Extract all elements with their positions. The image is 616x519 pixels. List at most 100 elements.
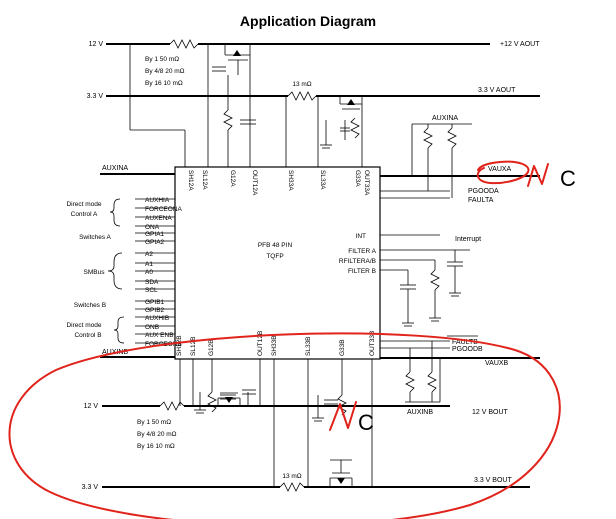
bottom-res-note-2: By 4/8 20 mΩ	[137, 431, 177, 438]
top-res-note-2: By 4/8 20 mΩ	[145, 68, 185, 75]
diagram-title: Application Diagram	[240, 13, 376, 29]
pin-auxena: AUXENA	[145, 215, 172, 222]
pin-g33a: G33A	[354, 170, 361, 187]
bottom-33v-out-label: 3.3 V BOUT	[474, 477, 512, 484]
pfb-chip	[174, 166, 381, 360]
pin-ona: ONA	[145, 224, 160, 231]
vauxa-label: VAUXA	[488, 166, 512, 173]
top-12v-sense-resistor	[169, 39, 199, 49]
bottom-33v-sense-resistor	[279, 482, 305, 492]
group-switches-b: Switches B	[74, 302, 106, 309]
brace-smbus	[107, 252, 123, 290]
pgooda-label: PGOODA	[468, 188, 499, 195]
pin-a0: A0	[145, 269, 153, 276]
red-annotations: C C	[8, 160, 576, 519]
bottom-res-note-1: By 1 50 mΩ	[137, 419, 171, 426]
chip-package: TQFP	[266, 253, 283, 260]
left-group-labels: Direct mode Control A Switches A SMBus S…	[66, 198, 125, 344]
bottom-res-note-3: By 16 10 mΩ	[137, 443, 175, 450]
pin-auxhib: AUXHIB	[145, 315, 169, 322]
pin-gpib1: GPIB1	[145, 299, 165, 306]
faulta-label: FAULTA	[468, 197, 494, 204]
pin-sl12a: SL12A	[201, 170, 208, 190]
chip-name: PFB 48 PIN	[258, 242, 293, 249]
right-nets: VAUXA PGOODA FAULTA Interrupt FAULTB	[380, 166, 540, 416]
pin-out33a: OUT33A	[363, 170, 370, 196]
pin-sl33b: SL33B	[305, 336, 312, 356]
pin-auxenb: AUX ENB	[145, 332, 174, 339]
top-33v-mosfet	[339, 96, 363, 110]
top-33v-res-label: 13 mΩ	[292, 81, 311, 88]
auxina-network: AUXINA	[411, 115, 472, 198]
top-res-note-1: By 1 50 mΩ	[145, 56, 179, 63]
pin-g33b: G33B	[339, 339, 346, 356]
group-direct-b-1: Direct mode	[66, 322, 101, 329]
left-pin-stubs	[135, 198, 175, 344]
pin-auxhia: AUXHIA	[145, 197, 170, 204]
top-12v-mosfet	[224, 44, 251, 75]
pin-gpia1: GPIA1	[145, 231, 165, 238]
pgoodb-label: PGOODB	[452, 346, 483, 353]
annotation-nc-top-n	[527, 163, 549, 187]
bottom-12v-out-label: 12 V BOUT	[472, 409, 509, 416]
pin-a1: A1	[145, 261, 153, 268]
pin-filter-a: FILTER A	[348, 248, 376, 255]
pin-gpia2: GPIA2	[145, 239, 165, 246]
annotation-circle-bottom	[8, 332, 561, 519]
group-switches-a: Switches A	[79, 234, 111, 241]
pin-gpib2: GPIB2	[145, 307, 165, 314]
pin-g12b: G12B	[208, 339, 215, 356]
faultb-label: FAULTB	[452, 339, 478, 346]
top-33v-sense-resistor	[287, 91, 317, 101]
bottom-12v-rail: 12 V 12 V BOUT By 1 50 mΩ By 4/8 20 mΩ B…	[84, 392, 509, 450]
chip-bottom-pins: SH12B SL12B G12B OUT12B SH33B SL33B G33B…	[176, 331, 376, 356]
interrupt-label: Interrupt	[455, 236, 481, 243]
bottom-33v-rail: 3.3 V 13 mΩ 3.3 V BOUT	[82, 459, 530, 492]
pin-sh12a: SH12A	[187, 170, 194, 191]
group-direct-a-1: Direct mode	[66, 201, 101, 208]
pin-g12a: G12A	[229, 170, 236, 187]
annotation-nc-bottom-n	[329, 401, 357, 431]
top-res-note-3: By 16 10 mΩ	[145, 80, 183, 87]
pin-sda: SDA	[145, 279, 159, 286]
pin-scl: SCL	[145, 287, 158, 294]
pin-out12b: OUT12B	[257, 331, 264, 356]
auxina-net-label: AUXINA	[432, 115, 458, 122]
chip-right-pins: INT FILTER A RFILTERA/B FILTER B	[339, 233, 377, 275]
pin-out33b: OUT33B	[369, 331, 376, 356]
bottom-33v-in-label: 3.3 V	[82, 484, 99, 491]
auxinb-net-label: AUXINB	[407, 409, 433, 416]
pin-out12a: OUT12A	[251, 170, 258, 196]
bottom-wiring	[179, 359, 373, 487]
top-12v-rail: 12 V +12 V AOUT By 1 50 mΩ By 4/8 20 mΩ …	[89, 39, 540, 167]
bottom-12v-sense-resistor	[159, 401, 185, 411]
chip-top-pins: SH12A SL12A G12A OUT12A SH33A SL33A G33A…	[187, 170, 370, 196]
top-12v-in-label: 12 V	[89, 41, 104, 48]
annotation-nc-bottom: C	[358, 410, 374, 435]
group-direct-a-2: Control A	[71, 211, 98, 218]
bottom-12v-in-label: 12 V	[84, 403, 99, 410]
pin-onb: ONB	[145, 324, 159, 331]
bottom-12v-mosfet	[217, 392, 241, 406]
pin-filter-b: FILTER B	[348, 268, 376, 275]
top-12v-out-label: +12 V AOUT	[500, 41, 540, 48]
pin-forceona: FORCEONA	[145, 206, 183, 213]
top-33v-rail: 3.3 V 13 mΩ 3.3 V AOUT	[87, 81, 540, 167]
bottom-33v-res-label: 13 mΩ	[282, 473, 301, 480]
vauxb-label: VAUXB	[485, 360, 509, 367]
pin-sl33a: SL33A	[319, 170, 326, 190]
brace-direct-b	[113, 316, 125, 344]
pin-sh12b: SH12B	[176, 335, 183, 356]
top-33v-in-label: 3.3 V	[87, 93, 104, 100]
annotation-nc-top: C	[560, 166, 576, 191]
annotation-oval-vauxa	[476, 160, 530, 185]
pin-rfilterab: RFILTERA/B	[339, 258, 376, 265]
top-33v-out-label: 3.3 V AOUT	[478, 87, 516, 94]
pin-sl12b: SL12B	[190, 336, 197, 356]
brace-direct-a	[109, 198, 121, 227]
auxina-pin-label: AUXINA	[102, 165, 128, 172]
group-direct-b-2: Control B	[74, 332, 101, 339]
pin-sh33a: SH33A	[287, 170, 294, 191]
pin-int: INT	[356, 233, 367, 240]
